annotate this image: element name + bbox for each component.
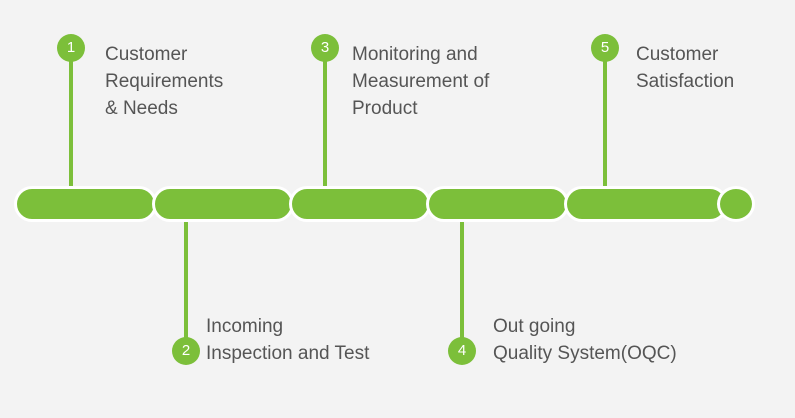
step-4-badge: 4: [448, 337, 476, 365]
step-1-connector: [69, 52, 73, 188]
timeline-segment-2: [152, 186, 294, 222]
step-2-badge: 2: [172, 337, 200, 365]
step-2-label: Incoming Inspection and Test: [206, 316, 370, 364]
step-5-badge: 5: [591, 34, 619, 62]
step-4-label: Out going Quality System(OQC): [493, 316, 677, 364]
step-2-connector: [184, 220, 188, 350]
step-3-badge: 3: [311, 34, 339, 62]
step-1-badge: 1: [57, 34, 85, 62]
step-5-label: Customer Satisfaction: [636, 44, 735, 92]
step-1-label: Customer Requirements & Needs: [105, 44, 224, 119]
timeline-segment-1: [14, 186, 157, 222]
timeline-segment-4: [426, 186, 569, 222]
timeline-end-dot: [717, 186, 755, 222]
step-5-connector: [603, 52, 607, 188]
step-3-label: Monitoring and Measurement of Product: [352, 44, 490, 119]
step-4-connector: [460, 220, 464, 350]
timeline-segment-5: [564, 186, 728, 222]
step-3-connector: [323, 52, 327, 188]
timeline-segment-3: [289, 186, 431, 222]
